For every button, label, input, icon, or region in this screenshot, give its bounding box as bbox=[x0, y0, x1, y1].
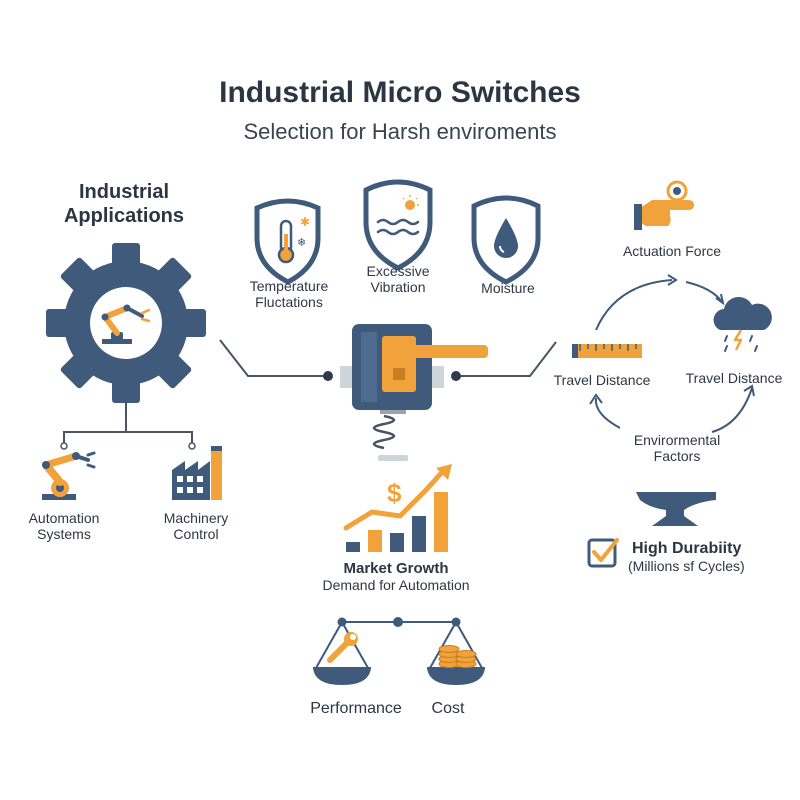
storm-cloud-icon bbox=[713, 296, 772, 352]
page-subtitle: Selection for Harsh enviroments bbox=[243, 119, 557, 144]
anvil-icon bbox=[636, 492, 716, 526]
market-growth-title: Market Growth bbox=[343, 560, 449, 577]
market-growth-subtitle: Demand for Automation bbox=[322, 577, 470, 593]
market-growth-icon: $ bbox=[343, 464, 452, 552]
temperature-shield-icon: ✱ ❄ bbox=[254, 198, 321, 285]
durability-title: High Durabiity bbox=[632, 540, 742, 557]
travel-distance-right-label: Travel Distance bbox=[685, 370, 783, 386]
gear-branch-line bbox=[63, 431, 193, 444]
connector-right bbox=[456, 341, 557, 377]
wrench-icon bbox=[327, 632, 358, 663]
page-title: Industrial Micro Switches bbox=[219, 76, 581, 109]
connector-left bbox=[219, 339, 328, 377]
factory-icon bbox=[172, 446, 222, 500]
moisture-shield-icon bbox=[471, 195, 541, 285]
svg-text:✱: ✱ bbox=[300, 215, 310, 229]
dollar-sign: $ bbox=[387, 478, 402, 508]
micro-switch-icon bbox=[340, 324, 488, 461]
actuation-force-label: Actuation Force bbox=[622, 243, 722, 259]
vibration-label: Excessive Vibration bbox=[366, 263, 430, 295]
automation-robot-icon bbox=[42, 451, 96, 500]
svg-text:❄: ❄ bbox=[297, 236, 306, 249]
checkbox-icon bbox=[587, 538, 619, 568]
durability-subtitle: (Millions sf Cycles) bbox=[628, 558, 745, 574]
branch-dot-left bbox=[60, 442, 68, 450]
applications-title: Industrial Applications bbox=[36, 180, 212, 228]
cost-label: Cost bbox=[431, 700, 465, 717]
moisture-label: Moisture bbox=[481, 280, 535, 296]
connector-dot-right bbox=[451, 371, 461, 381]
travel-distance-left-label: Travel Distance bbox=[553, 372, 651, 388]
applications-title-line1: Industrial bbox=[78, 181, 169, 203]
gear-icon bbox=[46, 243, 206, 403]
robot-arm-icon bbox=[101, 304, 151, 344]
applications-title-line2: Applications bbox=[63, 205, 184, 227]
vibration-shield-icon bbox=[363, 179, 433, 271]
cycle-arrows bbox=[589, 274, 755, 433]
machinery-control-label: Machinery Control bbox=[163, 510, 229, 542]
performance-label: Performance bbox=[310, 700, 402, 717]
coins-icon bbox=[438, 645, 477, 668]
environmental-factors-label: Envirormental Factors bbox=[633, 432, 721, 464]
temperature-label: Temperature Fluctations bbox=[249, 278, 329, 310]
hand-press-icon bbox=[634, 180, 694, 230]
automation-systems-label: Automation Systems bbox=[28, 510, 100, 542]
branch-dot-right bbox=[188, 442, 196, 450]
ruler-icon bbox=[572, 344, 642, 358]
balance-scale-icon bbox=[312, 617, 486, 686]
connector-dot-left bbox=[323, 371, 333, 381]
